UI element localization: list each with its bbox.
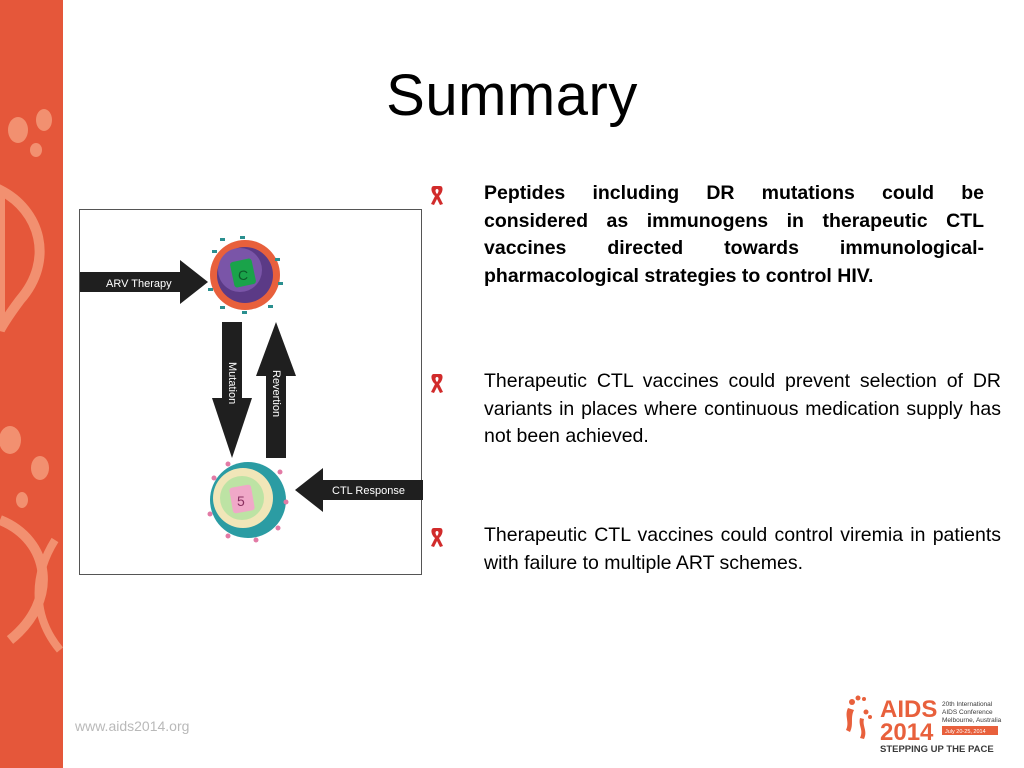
mutation-arrow: Mutation (212, 322, 252, 458)
virus-cell-top: C (208, 236, 283, 314)
logo-desc-line2: AIDS Conference (942, 709, 993, 716)
red-ribbon-icon (431, 186, 443, 205)
logo-desc-line3: Melbourne, Australia (942, 717, 1002, 724)
ctl-response-arrow: CTL Response (295, 468, 423, 512)
sidebar-decoration (0, 0, 63, 768)
footprint-decoration-icon (0, 109, 63, 653)
bullet-text-1: Peptides including DR mutations could be… (484, 182, 984, 287)
bottom-cell-glyph: 5 (237, 493, 245, 509)
virus-cell-bottom: 5 (207, 461, 289, 543)
slide-title: Summary (386, 63, 638, 128)
bullet-text-3: Therapeutic CTL vaccines could control v… (484, 524, 1001, 574)
arv-therapy-arrow: ARV Therapy (80, 260, 208, 304)
reversion-arrow: Revertion (256, 322, 296, 458)
reversion-label: Revertion (270, 370, 282, 417)
logo-dates: July 20-25, 2014 (945, 729, 986, 735)
logo-tagline: STEPPING UP THE PACE (880, 744, 994, 755)
logo-desc-line1: 20th International (942, 701, 993, 708)
footer-url[interactable]: www.aids2014.org (75, 718, 190, 734)
bullet-text-2: Therapeutic CTL vaccines could prevent s… (484, 370, 1001, 447)
logo-footprint-icon (846, 695, 872, 739)
logo-name-line2: 2014 (880, 719, 934, 746)
ctl-response-label: CTL Response (332, 485, 405, 497)
red-ribbon-icon (431, 528, 443, 547)
top-cell-glyph: C (238, 267, 248, 283)
aids2014-logo: AIDS 2014 20th International AIDS Confer… (840, 690, 1020, 760)
mutation-reversion-diagram: ARV Therapy C Mutation Revertion (79, 209, 423, 575)
red-ribbon-icon (431, 374, 443, 393)
mutation-label: Mutation (226, 362, 238, 404)
logo-name-line1: AIDS (880, 696, 937, 723)
arv-therapy-label: ARV Therapy (106, 278, 172, 290)
